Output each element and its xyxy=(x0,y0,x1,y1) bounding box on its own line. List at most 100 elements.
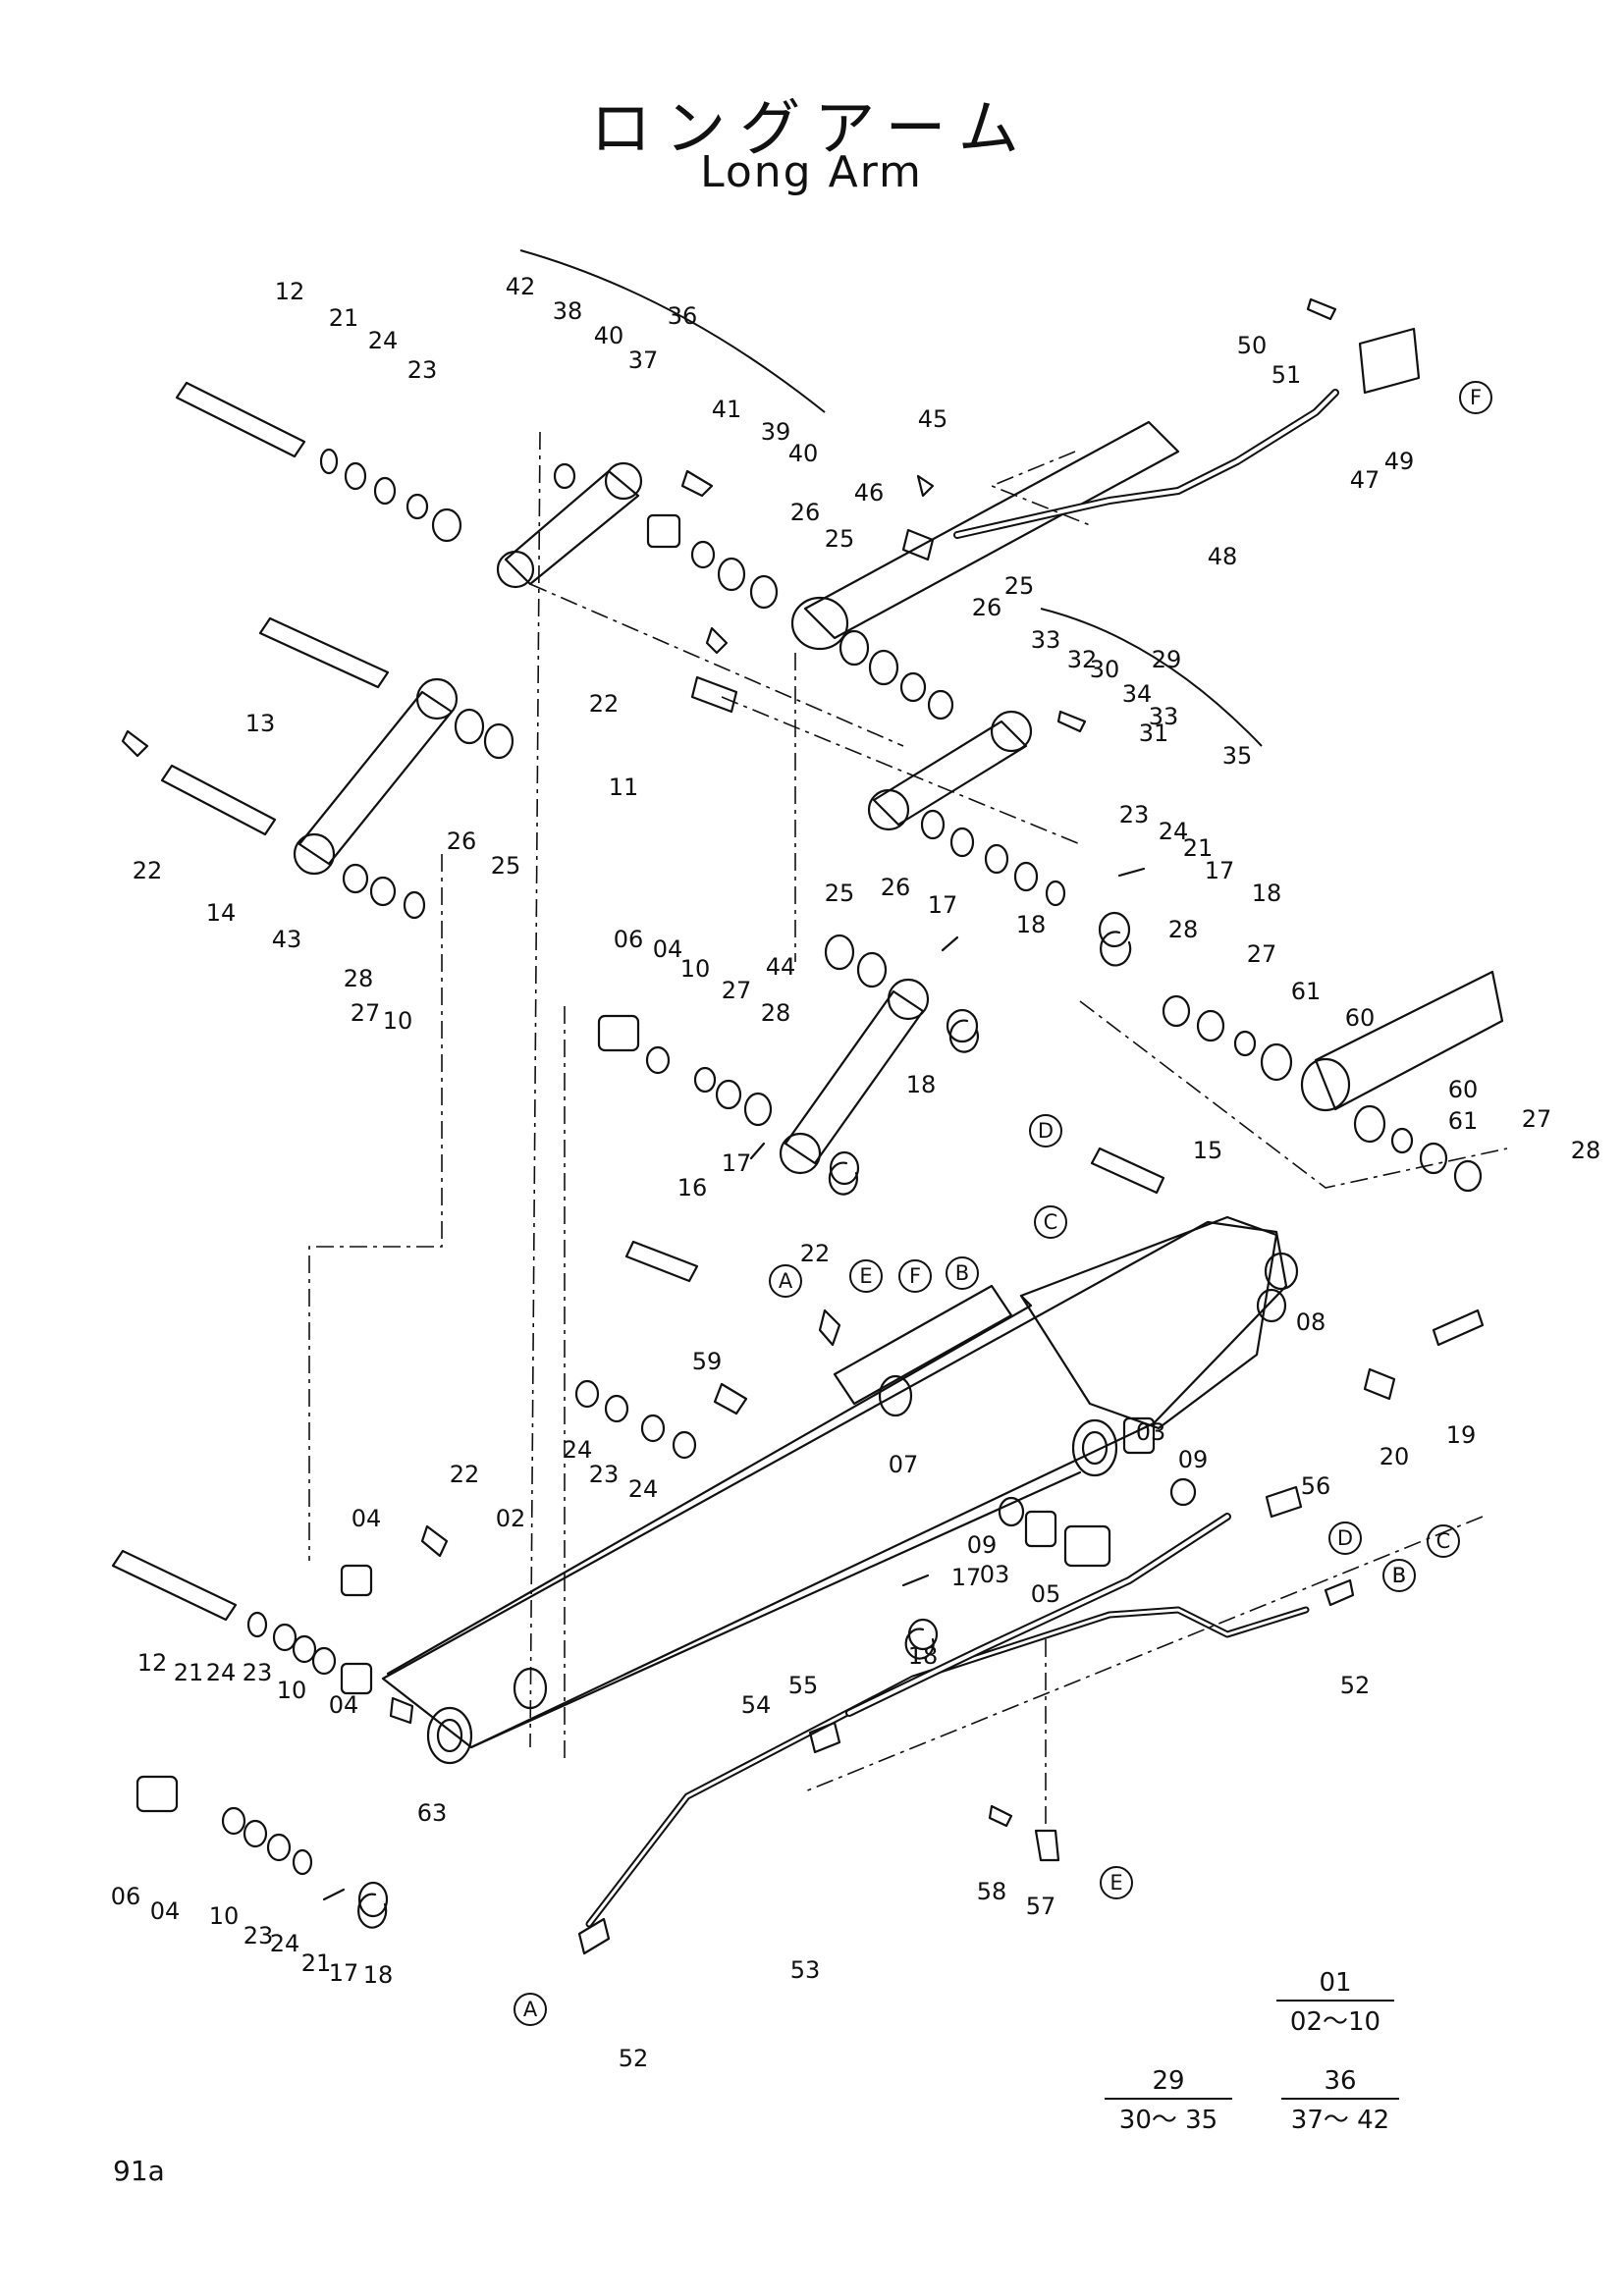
group-29-top: 29 xyxy=(1105,2066,1232,2100)
part-label: 38 xyxy=(553,297,583,325)
part-label: 16 xyxy=(677,1174,708,1201)
callout-letter: B xyxy=(1392,1564,1406,1587)
part-label: 24 xyxy=(628,1475,659,1503)
part-label: 22 xyxy=(800,1240,831,1267)
fitting-22-left xyxy=(121,729,149,758)
part-label: 58 xyxy=(977,1878,1007,1905)
callout-circle-d-low xyxy=(1328,1522,1362,1555)
part-label: 18 xyxy=(906,1071,937,1098)
callout-circle-a-mid xyxy=(769,1264,802,1298)
part-label: 18 xyxy=(363,1961,394,1989)
part-label: 40 xyxy=(594,322,624,349)
part-label: 04 xyxy=(352,1505,382,1532)
part-label: 28 xyxy=(1168,916,1199,943)
callout-letter: B xyxy=(955,1261,969,1285)
bushing-03a xyxy=(1024,1510,1057,1548)
part-label: 20 xyxy=(1380,1443,1410,1470)
pin-12-top xyxy=(175,381,306,458)
arm-bracket xyxy=(833,1284,1013,1406)
arm-bore-head-2 xyxy=(1256,1288,1287,1323)
part-label: 12 xyxy=(137,1649,168,1677)
fitting-54 xyxy=(808,1721,841,1754)
part-label: 04 xyxy=(150,1897,181,1925)
pipe-long-inner xyxy=(587,1608,1308,1926)
part-label: 23 xyxy=(589,1461,620,1488)
callout-circle-e-mid xyxy=(849,1259,883,1293)
part-label: 06 xyxy=(111,1883,141,1910)
part-label: 17 xyxy=(722,1149,752,1177)
part-label: 61 xyxy=(1448,1107,1479,1135)
part-label: 05 xyxy=(1031,1580,1061,1608)
snap-ring-18a xyxy=(1100,931,1132,967)
arm-body xyxy=(381,1220,1288,1749)
callout-letter: D xyxy=(1038,1119,1054,1143)
part-label: 18 xyxy=(908,1642,939,1670)
part-label: 03 xyxy=(1136,1418,1166,1446)
part-label: 25 xyxy=(825,880,855,907)
part-label: 18 xyxy=(1252,880,1282,907)
part-label: 53 xyxy=(790,1956,821,1984)
part-label: 44 xyxy=(766,953,796,981)
fitting-22-low xyxy=(420,1524,449,1558)
part-label: 19 xyxy=(1446,1421,1477,1449)
link-29 xyxy=(872,720,1028,827)
valve-block xyxy=(1358,327,1421,395)
part-label: 21 xyxy=(301,1949,332,1977)
callout-circle-f-top xyxy=(1459,381,1492,414)
snap-ring-18e xyxy=(357,1893,388,1929)
part-label: 27 xyxy=(722,977,752,1004)
part-label: 17 xyxy=(1205,857,1235,884)
bushing-04b xyxy=(340,1662,373,1695)
arm-lower-edge xyxy=(469,1470,1082,1749)
part-label: 22 xyxy=(589,690,620,718)
fitting-20 xyxy=(1363,1367,1396,1401)
part-label: 35 xyxy=(1222,742,1253,770)
callout-letter: A xyxy=(523,1998,538,2021)
part-label: 15 xyxy=(1193,1137,1223,1164)
fitting-58 xyxy=(988,1804,1013,1828)
part-label: 39 xyxy=(761,418,791,446)
part-label: 28 xyxy=(344,965,374,992)
part-label: 27 xyxy=(1247,940,1277,968)
pin-12-bottom xyxy=(111,1549,238,1622)
callout-letter: A xyxy=(779,1269,793,1293)
part-label: 07 xyxy=(889,1451,919,1478)
washer-set-link29 xyxy=(920,809,1131,948)
callout-letter: F xyxy=(1470,386,1482,409)
part-label: 29 xyxy=(1152,646,1182,673)
leader-line-9 xyxy=(1079,1000,1508,1189)
callout-letter: F xyxy=(909,1264,921,1288)
arm-bore-front-inner xyxy=(436,1718,463,1753)
link-43-end-b xyxy=(415,677,459,721)
pin-17e xyxy=(322,1888,346,1901)
part-label: 22 xyxy=(450,1461,480,1488)
part-label: 24 xyxy=(206,1659,237,1686)
fitting-11 xyxy=(690,675,738,714)
arm-bore-mid-inner xyxy=(1081,1430,1109,1466)
part-label: 24 xyxy=(270,1930,300,1957)
pin-17d xyxy=(901,1574,930,1587)
hose-top xyxy=(953,389,1339,539)
link-29-end-b xyxy=(990,710,1033,753)
part-label: 24 xyxy=(368,327,399,354)
part-label: 09 xyxy=(1178,1446,1209,1473)
part-label: 04 xyxy=(653,935,683,963)
snap-ring-18c xyxy=(828,1161,858,1196)
part-label: 34 xyxy=(1122,680,1153,708)
part-label: 50 xyxy=(1237,332,1268,359)
part-label: 57 xyxy=(1026,1893,1056,1920)
snap-ring-18d xyxy=(904,1628,935,1660)
fitting-52-right xyxy=(1324,1578,1355,1607)
part-label: 31 xyxy=(1139,720,1169,747)
link-36-end-b xyxy=(604,461,643,501)
hose-lower-inner xyxy=(847,1515,1229,1715)
part-label: 60 xyxy=(1448,1076,1479,1103)
washer-set-43 xyxy=(342,708,514,920)
arm-bore-front xyxy=(426,1706,473,1765)
part-label: 30 xyxy=(1090,656,1120,683)
part-label: 14 xyxy=(206,899,237,927)
part-label: 55 xyxy=(788,1672,819,1699)
page-number: 91a xyxy=(113,2155,165,2187)
title-japanese: ロングアーム xyxy=(590,92,1033,164)
leader-line-6 xyxy=(721,696,1081,845)
